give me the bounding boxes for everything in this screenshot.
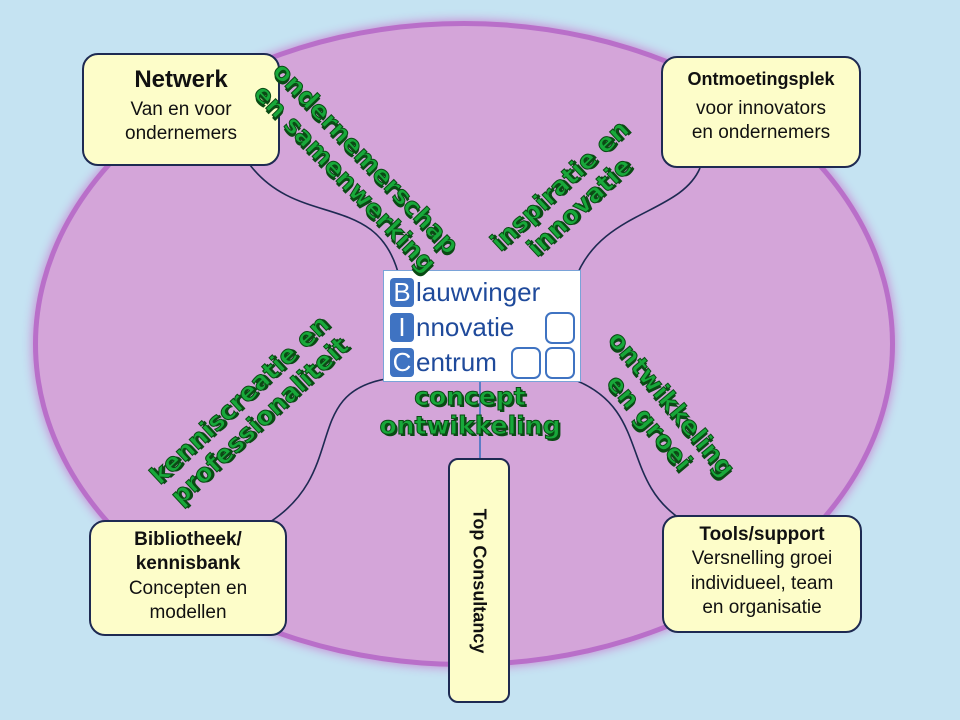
logo-word-lauwvinger: lauwvinger [416, 276, 541, 307]
label-line: ontwikkeling [379, 410, 561, 440]
logo-letter-c: C [390, 347, 414, 377]
label-concept-ontwikkeling: concept ontwikkeling [365, 382, 575, 441]
tools-box: Tools/support Versnelling groei individu… [662, 515, 862, 633]
netwerk-body: Van en voor ondernemers [125, 98, 237, 145]
tools-title: Tools/support [699, 524, 825, 545]
logo-row-c: C entrum [390, 347, 497, 377]
bibliotheek-box: Bibliotheek/ kennisbank Concepten en mod… [89, 520, 287, 636]
logo-letter-b: B [390, 277, 414, 307]
logo-word-nnovatie: nnovatie [416, 311, 515, 342]
top-consultancy-box: Top Consultancy [448, 458, 510, 703]
connector-netwerk [249, 164, 401, 281]
bibliotheek-title: Bibliotheek/ kennisbank [134, 529, 242, 575]
connector-ontmoetingsplek [574, 167, 701, 281]
logo-square [511, 347, 541, 379]
logo-row-i: I nnovatie [390, 312, 514, 342]
bibliotheek-body: Concepten en modellen [128, 577, 248, 623]
top-consultancy-label: Top Consultancy [469, 508, 490, 653]
logo-row-b: B lauwvinger [390, 277, 540, 307]
tools-body: Versnelling groei individueel, team en o… [690, 548, 834, 618]
connector-tools [574, 379, 683, 521]
logo-square [545, 312, 575, 344]
netwerk-box: Netwerk Van en voor ondernemers [82, 53, 280, 166]
bic-logo: B lauwvinger I nnovatie C entrum [383, 270, 581, 382]
ontmoetingsplek-title: Ontmoetingsplek [687, 69, 835, 89]
connector-bibliotheek [269, 377, 393, 523]
ontmoetingsplek-body: voor innovators en ondernemers [691, 98, 831, 144]
logo-square [545, 347, 575, 379]
ontmoetingsplek-box: Ontmoetingsplek voor innovators en onder… [661, 56, 861, 168]
logo-word-entrum: entrum [416, 346, 497, 377]
label-line: concept [414, 382, 526, 411]
netwerk-title: Netwerk [134, 66, 228, 93]
logo-letter-i: I [390, 312, 414, 342]
